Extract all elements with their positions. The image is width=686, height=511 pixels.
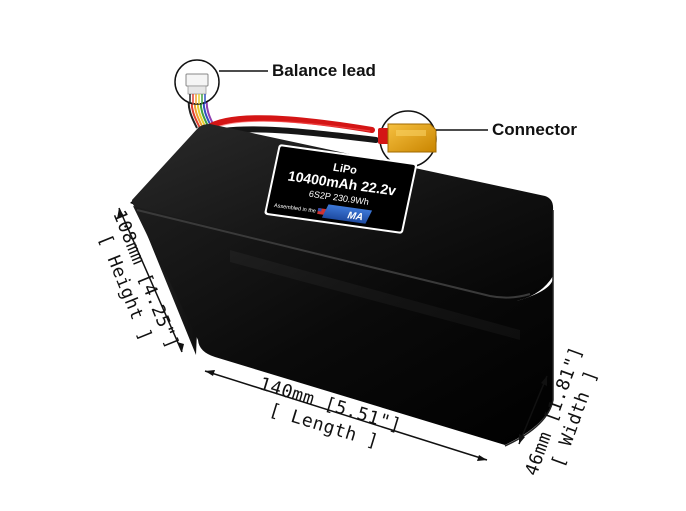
brand-logo-text: MA	[346, 210, 364, 223]
brand-logo: MA	[321, 204, 373, 224]
label-chemistry: LiPo	[332, 162, 358, 177]
label-assembled: Assembled in the	[273, 203, 316, 215]
balance-lead-callout: Balance lead	[272, 61, 376, 80]
connector-magnifier	[378, 110, 437, 168]
balance-lead-magnifier	[174, 59, 220, 105]
height-dimension-line	[117, 207, 184, 353]
connector-callout: Connector	[492, 120, 577, 139]
battery-label: LiPo 10400mAh 22.2v 6S2P 230.9Wh Assembl…	[264, 144, 418, 234]
width-dimension-line	[518, 375, 548, 445]
us-flag-icon	[317, 208, 327, 216]
length-dimension-line	[204, 370, 488, 461]
